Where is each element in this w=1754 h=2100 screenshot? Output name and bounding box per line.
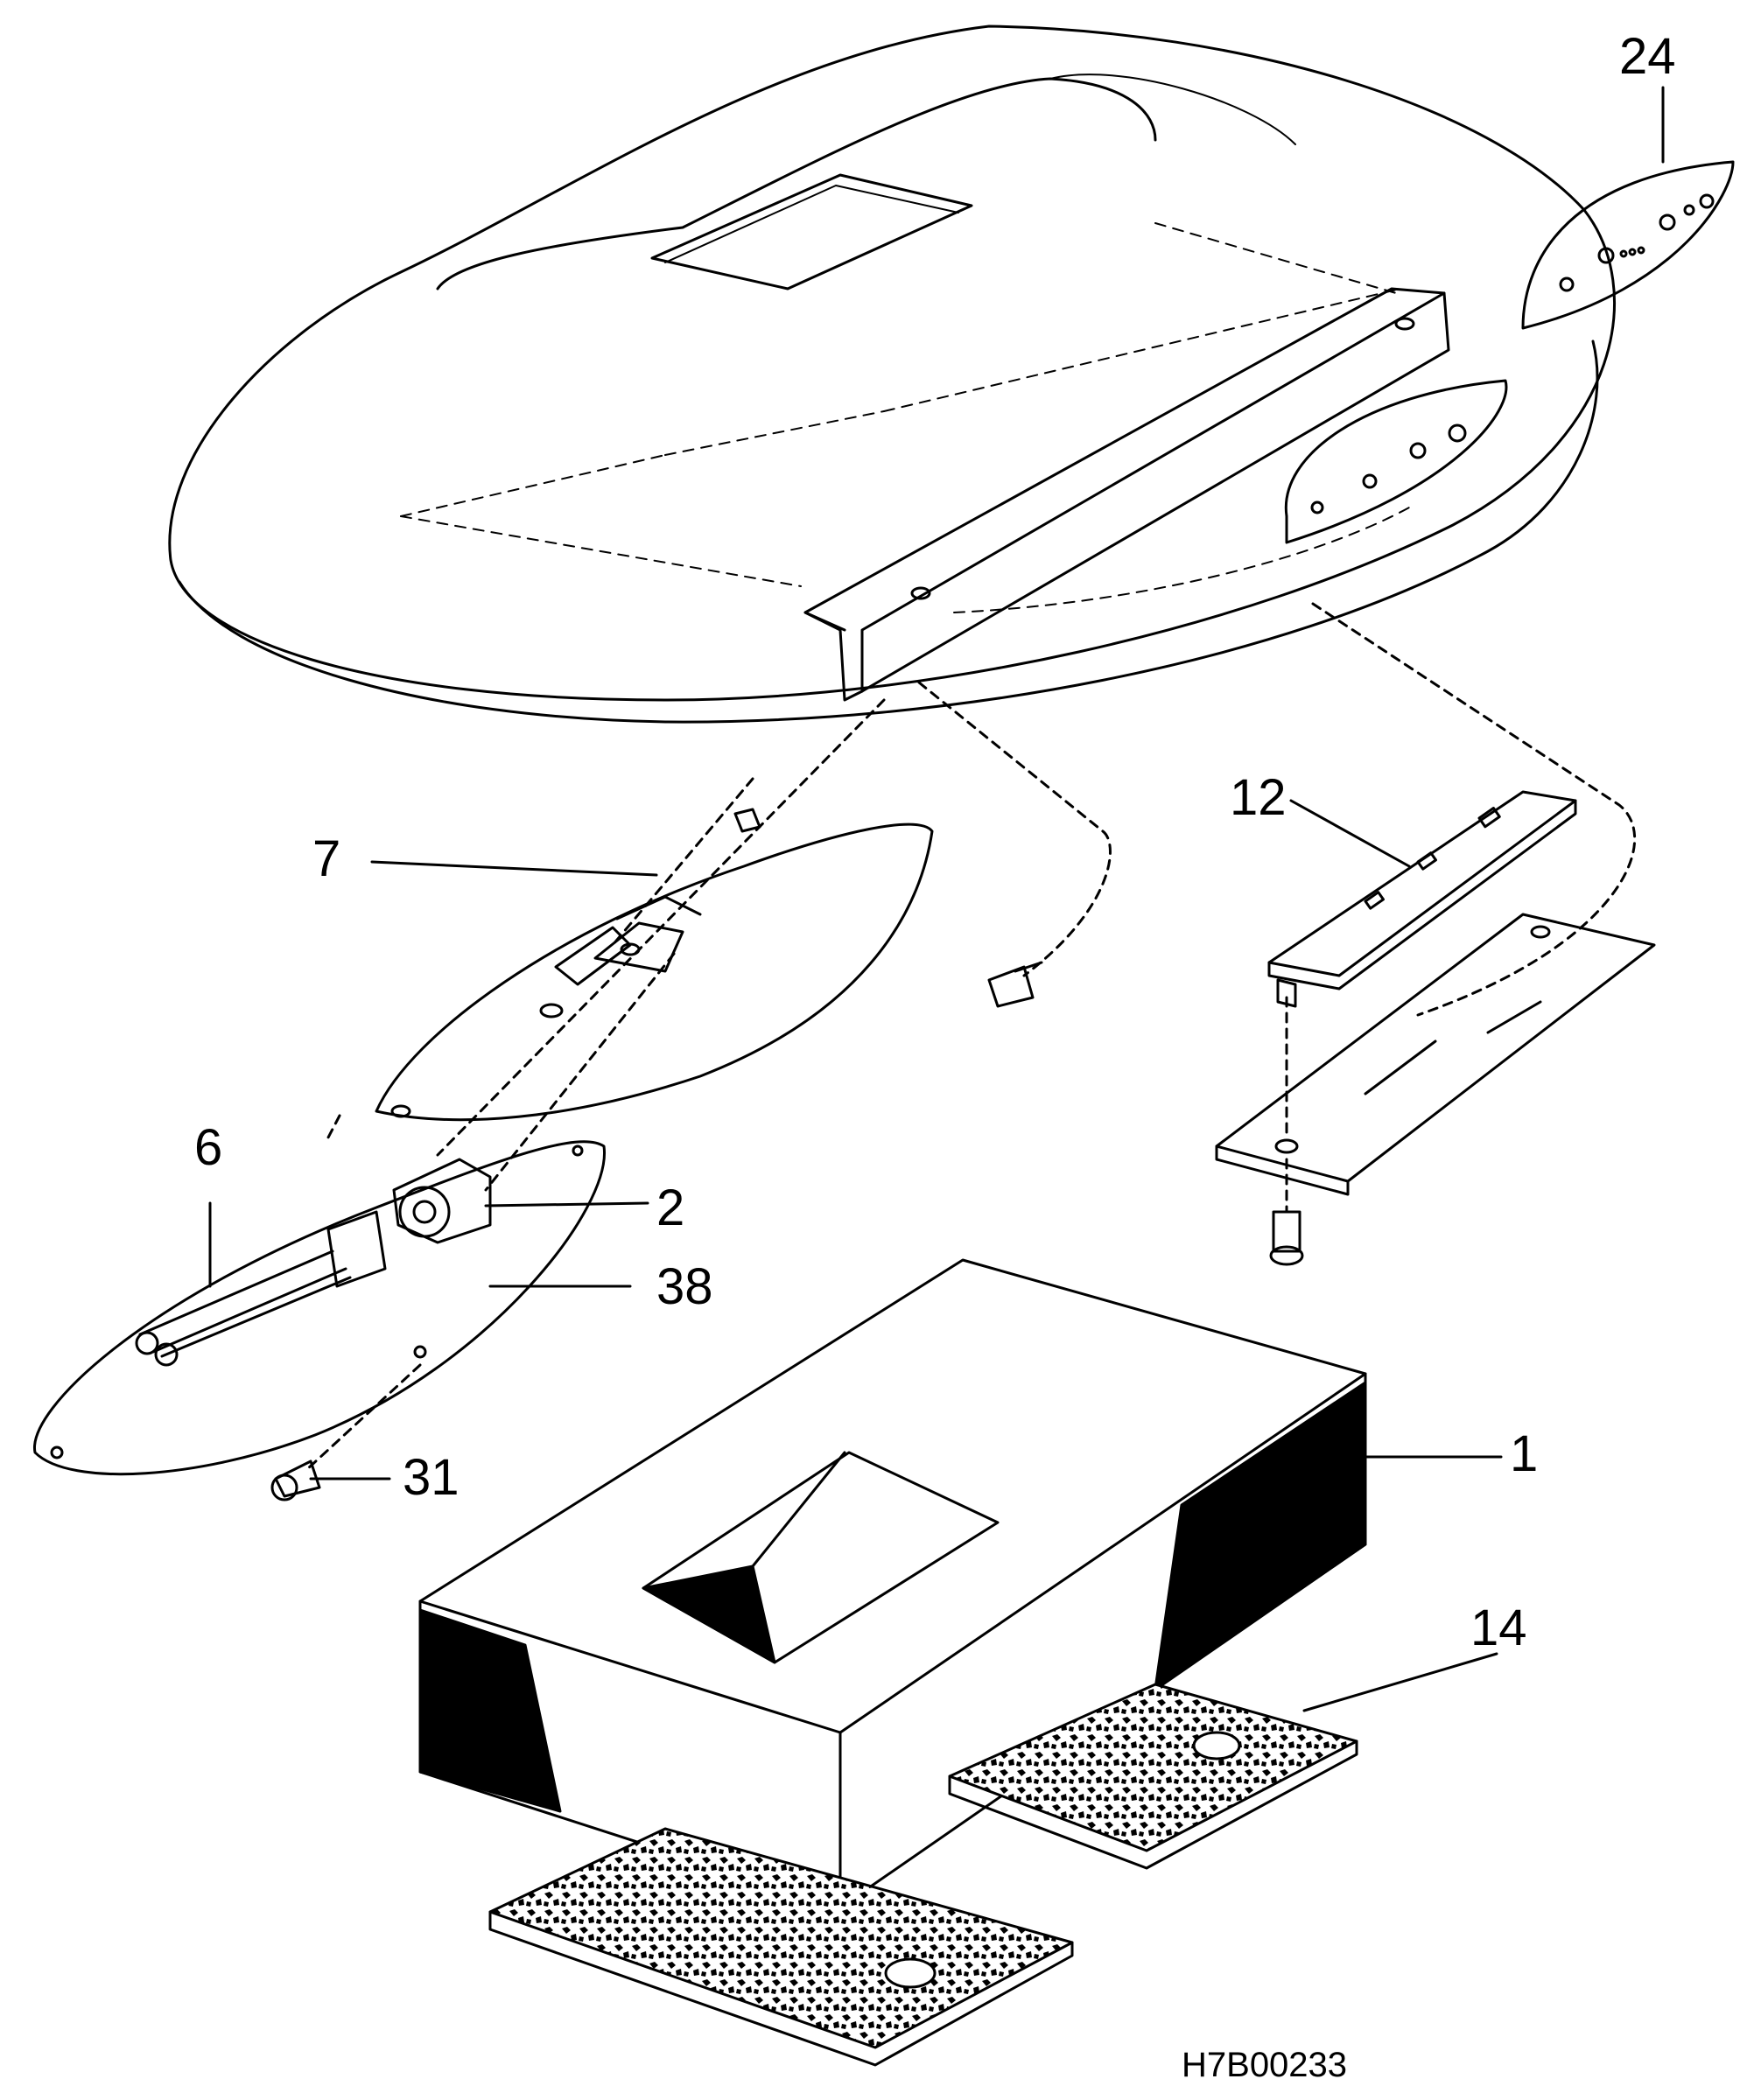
- grease-filter-right: [948, 1683, 1358, 1870]
- assembly-lines: [305, 602, 1637, 1472]
- callout-7: 7: [312, 830, 341, 887]
- control-pcb: [1267, 790, 1577, 1008]
- bracket-nut: [733, 808, 761, 833]
- screw-31: [270, 1460, 321, 1502]
- pcb-mounting-plate: [1215, 913, 1656, 1196]
- reflector-plate: [33, 1140, 606, 1476]
- callout-31: 31: [403, 1449, 460, 1506]
- lamp-tube: [135, 1210, 387, 1367]
- hood-hidden-outline: [400, 222, 1410, 613]
- mounting-rail: [803, 287, 1450, 702]
- callout-1: 1: [1510, 1425, 1539, 1482]
- hood-shell: [168, 24, 1616, 724]
- grease-filter-left: [488, 1827, 1074, 2067]
- callout-38: 38: [656, 1258, 713, 1315]
- pcb-screw: [1269, 1210, 1304, 1266]
- lamp-holder: [392, 1158, 492, 1244]
- control-panel-recess: [1284, 379, 1508, 544]
- control-face: [1521, 160, 1735, 330]
- callout-6: 6: [194, 1119, 223, 1176]
- hood-body: [418, 1258, 1367, 1909]
- callout-24: 24: [1619, 28, 1676, 85]
- callout-12: 12: [1230, 769, 1287, 826]
- callout-14: 14: [1470, 1600, 1527, 1656]
- lamp-bracket: [375, 822, 934, 1122]
- callout-leaders: [208, 86, 1665, 1712]
- drawing-number: H7B00233: [1182, 2046, 1348, 2084]
- callout-2: 2: [656, 1180, 685, 1236]
